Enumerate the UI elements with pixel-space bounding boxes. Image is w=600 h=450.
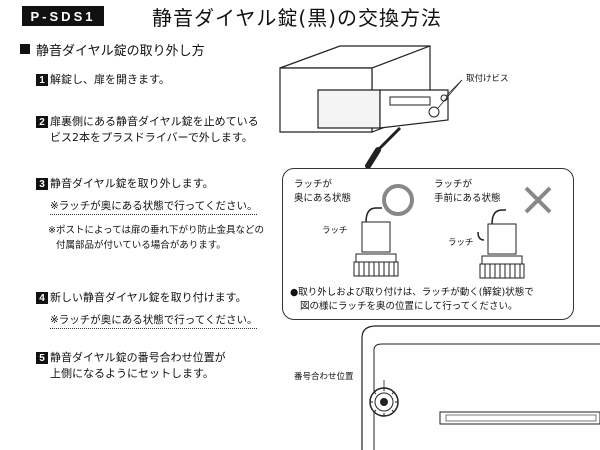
ng-label-line1: ラッチが [434, 179, 473, 190]
step-4-note: ※ラッチが奥にある状態で行ってください。 [50, 312, 258, 329]
ng-cross-icon [524, 186, 552, 214]
ok-circle-icon [382, 184, 414, 216]
section-title: 静音ダイヤル錠の取り外し方 [36, 44, 205, 59]
ok-latch-label: ラッチ [322, 226, 348, 236]
step-5-text-line1: 静音ダイヤル錠の番号合わせ位置が [50, 351, 226, 364]
ng-latch-label: ラッチ [448, 238, 474, 248]
step-5-text-line2: 上側になるようにセットします。 [50, 367, 214, 380]
ng-label-line2: 手前にある状態 [434, 193, 501, 204]
model-badge: P-SDS1 [22, 6, 104, 26]
step-1-text: 解錠し、扉を開きます。 [50, 73, 170, 86]
step-3-note2-line1: ※ポストによっては扉の垂れ下がり防止金具などの [48, 225, 265, 236]
step-4-number: 4 [36, 292, 48, 304]
section-marker [20, 44, 30, 54]
latch-caption-line2: 図の様にラッチを奥の位置にして行ってください。 [300, 301, 518, 312]
ok-label-line1: ラッチが [294, 179, 333, 190]
step-3-note: ※ラッチが奥にある状態で行ってください。 [50, 198, 258, 215]
latch-caption-line1: ●取り外しおよび取り付けは、ラッチが動く(解錠)状態で [290, 287, 534, 298]
step-3-note2-line2: 付属部品が付いている場合があります。 [56, 240, 226, 251]
step-4-text: 新しい静音ダイヤル錠を取り付けます。 [50, 291, 247, 304]
dial-position-label: 番号合わせ位置 [294, 372, 354, 382]
step-2-text-line2: ビス2本をプラスドライバーで外します。 [50, 131, 253, 144]
step-3-number: 3 [36, 178, 48, 190]
step-3-text: 静音ダイヤル錠を取り外します。 [50, 177, 214, 190]
step-2-text-line1: 扉裏側にある静音ダイヤル錠を止めている [50, 115, 259, 128]
step-5-number: 5 [36, 352, 48, 364]
latch-comparison-box [282, 168, 574, 320]
step-2-number: 2 [36, 116, 48, 128]
step-1-number: 1 [36, 74, 48, 86]
ok-label-line2: 奥にある状態 [294, 193, 352, 204]
page-title: 静音ダイヤル錠(黒)の交換方法 [152, 6, 443, 30]
screw-label: 取付けビス [466, 74, 509, 84]
